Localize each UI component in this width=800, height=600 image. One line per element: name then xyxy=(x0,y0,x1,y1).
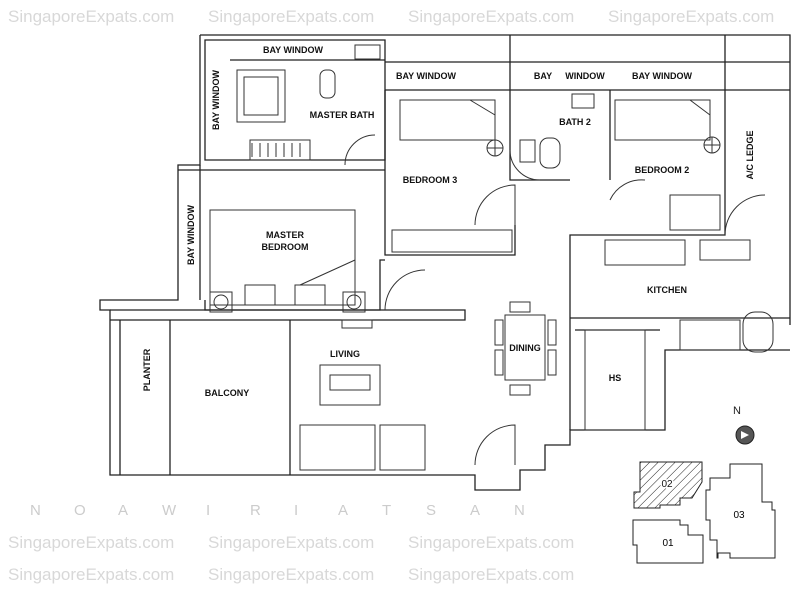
watermark-text: SingaporeExpats.com xyxy=(408,7,574,26)
doors xyxy=(344,134,766,466)
watermark-text: SingaporeExpats.com xyxy=(8,565,174,584)
faint-letter: S xyxy=(426,502,436,519)
label-bay-window-vertical: BAY WINDOW xyxy=(211,69,221,130)
watermark-text: SingaporeExpats.com xyxy=(408,565,574,584)
faint-letter: A xyxy=(470,502,480,519)
label-bath2: BATH 2 xyxy=(559,117,591,127)
faint-letter: W xyxy=(162,502,177,519)
label-planter: PLANTER xyxy=(142,348,152,391)
watermark-text: SingaporeExpats.com xyxy=(208,565,374,584)
label-bay-window-master-bath: BAY WINDOW xyxy=(263,45,324,55)
walls xyxy=(99,34,791,491)
label-window: WINDOW xyxy=(565,71,605,81)
watermark-text: SingaporeExpats.com xyxy=(608,7,774,26)
label-master-bath: MASTER BATH xyxy=(310,110,375,120)
site-block-01 xyxy=(632,519,704,564)
label-dining: DINING xyxy=(509,343,541,353)
faint-letter: I xyxy=(206,502,210,519)
label-bay-window-master-bedroom: BAY WINDOW xyxy=(186,204,196,265)
site-label-03: 03 xyxy=(733,510,745,521)
site-block-02 xyxy=(633,461,703,509)
label-balcony: BALCONY xyxy=(205,388,250,398)
faint-letter: N xyxy=(514,502,525,519)
faint-letter: A xyxy=(338,502,348,519)
site-label-01: 01 xyxy=(662,538,674,549)
label-bay-window-bedroom3: BAY WINDOW xyxy=(396,71,457,81)
faint-letter: O xyxy=(74,502,86,519)
label-bay-window-bedroom2: BAY WINDOW xyxy=(632,71,693,81)
faint-letter: R xyxy=(250,502,261,519)
fixtures xyxy=(209,44,774,471)
faint-letter: A xyxy=(118,502,128,519)
faint-letter: N xyxy=(30,502,41,519)
room-labels: BAY WINDOW BAY WINDOW MASTER BATH BAY WI… xyxy=(142,45,755,398)
faint-letter: T xyxy=(382,502,391,519)
watermark-text: SingaporeExpats.com xyxy=(208,533,374,552)
label-bedroom3: BEDROOM 3 xyxy=(403,175,458,185)
label-kitchen: KITCHEN xyxy=(647,285,687,295)
watermark-text: SingaporeExpats.com xyxy=(408,533,574,552)
watermark-text: SingaporeExpats.com xyxy=(8,7,174,26)
label-hs: HS xyxy=(609,373,622,383)
site-plan: 02 03 01 xyxy=(632,461,776,564)
site-label-02: 02 xyxy=(661,479,673,490)
label-master-bedroom-2: BEDROOM xyxy=(262,242,309,252)
watermark-text: SingaporeExpats.com xyxy=(8,533,174,552)
watermark-text: SingaporeExpats.com xyxy=(208,7,374,26)
compass: N xyxy=(733,405,755,445)
site-block-03 xyxy=(705,463,776,559)
faint-letter: I xyxy=(294,502,298,519)
label-bedroom2: BEDROOM 2 xyxy=(635,165,690,175)
label-bay: BAY xyxy=(534,71,552,81)
label-living: LIVING xyxy=(330,349,360,359)
compass-n-label: N xyxy=(733,405,741,417)
label-master-bedroom-1: MASTER xyxy=(266,230,305,240)
label-ac-ledge: A/C LEDGE xyxy=(745,130,755,179)
